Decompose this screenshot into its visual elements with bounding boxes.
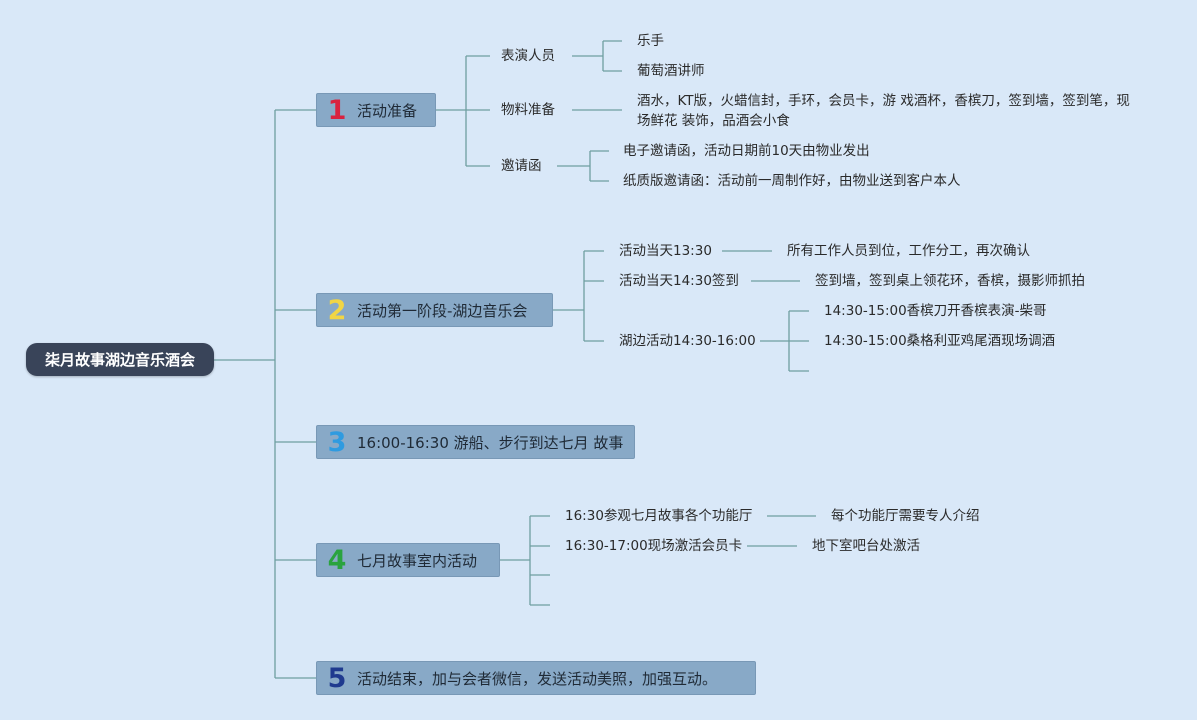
root-node[interactable]: 柒月故事湖边音乐酒会 [26, 343, 214, 376]
sub-node[interactable]: 活动当天14:30签到 [619, 273, 739, 289]
leaf-node[interactable]: 葡萄酒讲师 [637, 63, 705, 79]
sub-node[interactable]: 表演人员 [501, 48, 555, 64]
branch-node-4[interactable]: 4 七月故事室内活动 [316, 543, 500, 577]
leaf-node[interactable]: 每个功能厅需要专人介绍 [831, 508, 980, 524]
leaf-node[interactable]: 电子邀请函，活动日期前10天由物业发出 [623, 143, 870, 159]
sub-node[interactable]: 湖边活动14:30-16:00 [619, 333, 756, 349]
sub-node[interactable]: 16:30-17:00现场激活会员卡 [565, 538, 743, 554]
branch-node-2[interactable]: 2 活动第一阶段-湖边音乐会 [316, 293, 553, 327]
branch-node-1[interactable]: 1 活动准备 [316, 93, 436, 127]
sub-node[interactable]: 16:30参观七月故事各个功能厅 [565, 508, 753, 524]
branch-number-1: 1 [327, 94, 347, 126]
branch-number-5: 5 [327, 662, 347, 694]
branch-label-2: 活动第一阶段-湖边音乐会 [357, 301, 528, 320]
branch-label-3: 16:00-16:30 游船、步行到达七月 故事 [357, 433, 624, 452]
branch-node-5[interactable]: 5 活动结束，加与会者微信，发送活动美照，加强互动。 [316, 661, 756, 695]
leaf-node[interactable]: 纸质版邀请函：活动前一周制作好，由物业送到客户本人 [623, 173, 961, 189]
leaf-node[interactable]: 酒水，KT版，火蜡信封，手环，会员卡，游 戏酒杯，香槟刀，签到墙，签到笔，现场鲜… [637, 93, 1130, 129]
sub-node[interactable]: 活动当天13:30 [619, 243, 712, 259]
sub-node[interactable]: 物料准备 [501, 102, 555, 118]
leaf-node[interactable]: 签到墙，签到桌上领花环，香槟，摄影师抓拍 [815, 273, 1085, 289]
leaf-node[interactable]: 乐手 [637, 33, 664, 49]
leaf-node[interactable]: 地下室吧台处激活 [812, 538, 920, 554]
branch-label-5: 活动结束，加与会者微信，发送活动美照，加强互动。 [357, 669, 718, 688]
branch-label-1: 活动准备 [357, 101, 418, 120]
leaf-node[interactable]: 所有工作人员到位，工作分工，再次确认 [787, 243, 1030, 259]
branch-number-2: 2 [327, 294, 347, 326]
sub-node[interactable]: 邀请函 [501, 158, 542, 174]
leaf-node[interactable]: 14:30-15:00桑格利亚鸡尾酒现场调酒 [824, 333, 1056, 349]
branch-node-3[interactable]: 3 16:00-16:30 游船、步行到达七月 故事 [316, 425, 635, 459]
branch-label-4: 七月故事室内活动 [357, 551, 478, 570]
branch-number-4: 4 [327, 544, 347, 576]
leaf-node[interactable]: 14:30-15:00香槟刀开香槟表演-柴哥 [824, 303, 1047, 319]
branch-number-3: 3 [327, 426, 347, 458]
